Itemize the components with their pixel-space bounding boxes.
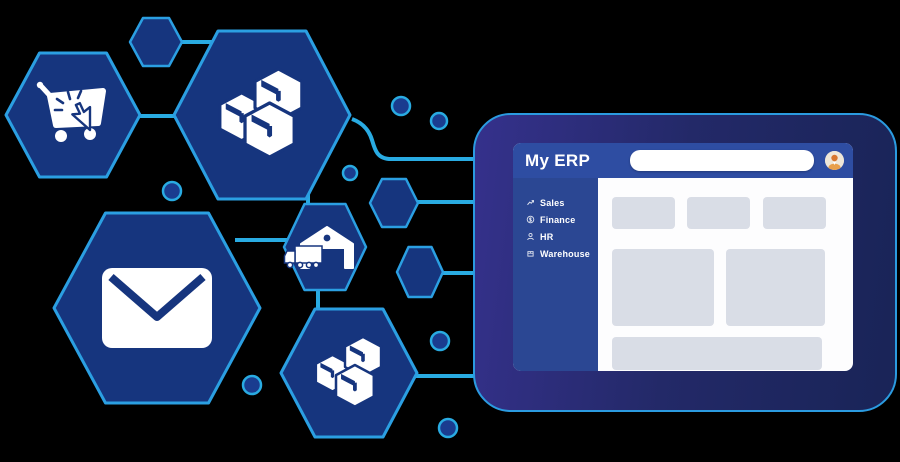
tablet-device: My ERP Sales [473, 113, 897, 412]
click-spark-lines [53, 89, 83, 112]
sidebar-item-label: Sales [540, 197, 565, 208]
sidebar-item-sales[interactable]: Sales [513, 194, 598, 211]
app-header-bar: My ERP [513, 143, 853, 178]
avatar-person-image [825, 151, 844, 170]
sidebar-nav: Sales Finance HR [513, 178, 598, 371]
sidebar-item-label: Warehouse [540, 248, 590, 259]
accent-dot [241, 374, 263, 396]
content-placeholder-block [612, 197, 675, 229]
content-placeholder-block [763, 197, 826, 229]
finance-icon [526, 215, 535, 224]
sidebar-item-label: Finance [540, 214, 576, 225]
accent-dot [437, 417, 459, 439]
cart-hexagon [4, 51, 142, 179]
accent-dot [390, 95, 412, 117]
shopping-cart-click-icon [36, 81, 106, 142]
sidebar-item-label: HR [540, 231, 554, 242]
hr-icon [527, 232, 534, 241]
truck-wheels [286, 261, 320, 269]
cursor-arrow-icon [71, 101, 92, 132]
envelope-icon [102, 268, 212, 348]
sidebar-item-warehouse[interactable]: Warehouse [513, 245, 598, 262]
sales-icon [527, 200, 534, 206]
accent-hexagon-small-top [128, 16, 184, 68]
content-placeholder-block [612, 249, 714, 326]
warehouse-truck-icon [283, 226, 354, 269]
user-avatar[interactable] [825, 151, 844, 170]
accent-dot [429, 111, 449, 131]
mail-hexagon [52, 211, 262, 405]
packages-hexagon-bottom [279, 307, 419, 439]
search-input[interactable] [630, 150, 814, 171]
accent-dots [161, 95, 459, 439]
erp-app-title: My ERP [525, 151, 591, 170]
accent-dot [161, 180, 183, 202]
accent-hexagon-small-lower [395, 245, 445, 299]
content-placeholder-block [612, 337, 822, 370]
packages-hexagon-top [172, 29, 352, 201]
sidebar-item-hr[interactable]: HR [513, 228, 598, 245]
content-placeholder-block [726, 249, 825, 326]
sidebar-item-finance[interactable]: Finance [513, 211, 598, 228]
erp-app-screen: My ERP Sales [513, 143, 853, 371]
content-placeholder-block [687, 197, 750, 229]
warehouse-icon [527, 251, 534, 257]
accent-hexagon-small-mid [368, 177, 420, 229]
accent-dot [341, 164, 359, 182]
logistics-hexagon [282, 202, 368, 292]
accent-dot [429, 330, 451, 352]
